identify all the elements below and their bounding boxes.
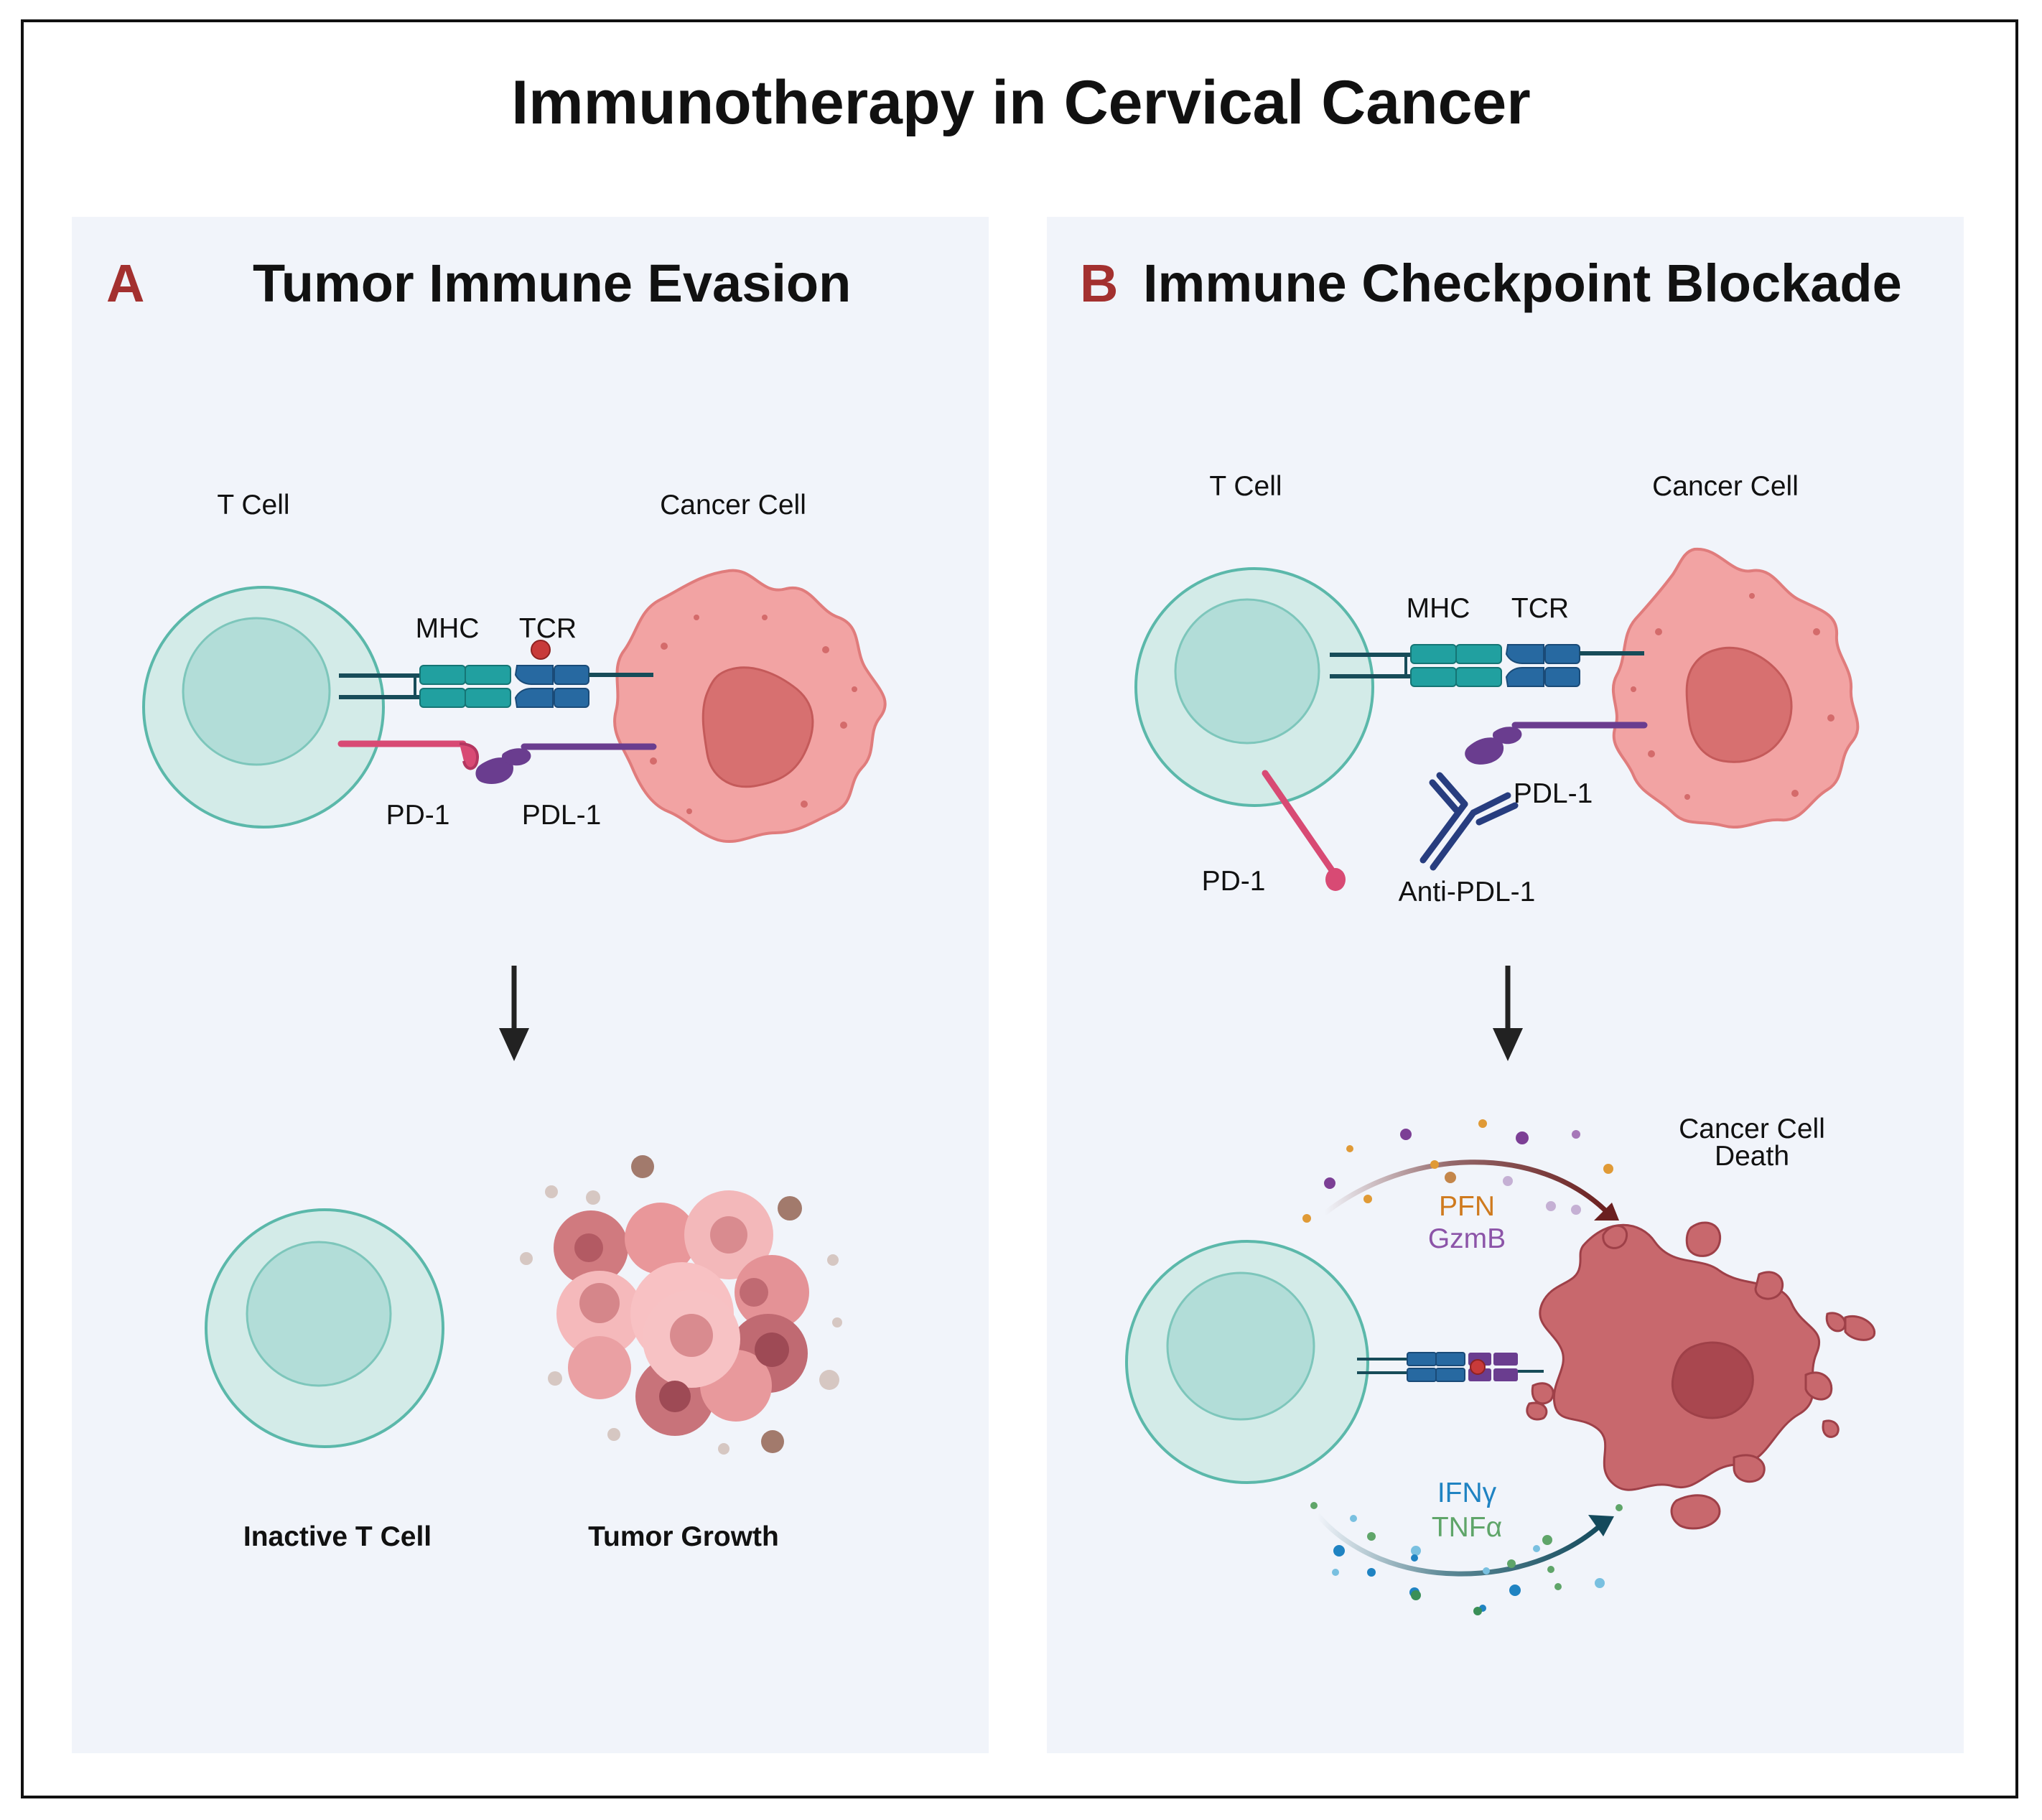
panel-a-tumor-cluster: [520, 1155, 842, 1455]
panel-b-down-arrow: [1493, 966, 1523, 1061]
panel-b-granule-particles: [1302, 1119, 1613, 1223]
panel-b-gzmb-label: GzmB: [1428, 1223, 1506, 1254]
panel-a-t-cell: [142, 586, 385, 829]
panel-b-cytokine-arrow-bottom: [1315, 1513, 1614, 1577]
panel-b-antibody-label: Anti-PDL-1: [1399, 877, 1536, 907]
panel-b-heading: Immune Checkpoint Blockade: [1143, 253, 1902, 313]
panel-b-death-label-line1: Cancer Cell: [1679, 1114, 1825, 1144]
panel-b-bound-complex: [1357, 1352, 1544, 1382]
panel-a-down-arrow: [499, 966, 529, 1061]
panel-b-ifng-label: IFNγ: [1437, 1478, 1497, 1508]
panel-b-tnfa-label: TNFα: [1432, 1512, 1502, 1543]
panel-a-pd1-pdl1-interaction: [337, 740, 657, 784]
panel-b-mhc-label: MHC: [1407, 593, 1470, 624]
panel-a-inactive-t-cell-label: Inactive T Cell: [243, 1521, 432, 1552]
panel-b-activated-t-cell: [1125, 1240, 1369, 1484]
panel-b-death-label-line2: Death: [1715, 1141, 1789, 1172]
panel-a-letter: A: [106, 253, 144, 313]
panel-a-tumor-growth-label: Tumor Growth: [588, 1521, 779, 1552]
panel-a-cancer-cell: [613, 569, 887, 844]
panel-a-tcr-label: TCR: [519, 613, 577, 644]
panel-a-pd1-label: PD-1: [386, 800, 450, 831]
panel-b-dying-cancer-cell: [1526, 1221, 1876, 1530]
panel-b-cytokine-particles: [1310, 1502, 1623, 1615]
panel-a-antigen: [531, 640, 551, 660]
figure-title: Immunotherapy in Cervical Cancer: [511, 68, 1530, 137]
panel-a-cancer-cell-label: Cancer Cell: [660, 490, 806, 521]
panel-a-inactive-t-cell: [205, 1208, 444, 1448]
panel-a-pdl1-label: PDL-1: [522, 800, 602, 831]
panel-a-heading: Tumor Immune Evasion: [253, 253, 851, 313]
panel-b-pd1-label: PD-1: [1202, 866, 1266, 897]
panel-b-pdl1-label: PDL-1: [1514, 778, 1593, 809]
panel-b-cancer-cell: [1611, 547, 1860, 829]
panel-b-mhc-tcr-complex: [1330, 644, 1644, 687]
panel-a-background: [72, 217, 989, 1753]
panel-a-mhc-tcr-complex: [339, 640, 653, 708]
panel-b-pfn-label: PFN: [1439, 1191, 1495, 1222]
panel-b-cancer-cell-label: Cancer Cell: [1652, 471, 1799, 502]
panel-b-tcr-label: TCR: [1511, 593, 1569, 624]
panel-b-anti-pdl1-antibody: [1419, 772, 1519, 871]
panel-b-t-cell-label: T Cell: [1209, 471, 1282, 502]
panel-a-mhc-label: MHC: [416, 613, 480, 644]
panel-a-t-cell-label: T Cell: [217, 490, 289, 521]
panel-b-t-cell: [1134, 567, 1374, 807]
panel-b-cytotoxic-arrow-top: [1323, 1159, 1619, 1221]
panel-b-pdl1-receptor: [1465, 722, 1648, 765]
panel-b-letter: B: [1080, 253, 1118, 313]
panel-b-pd1-receptor: [1262, 770, 1346, 891]
